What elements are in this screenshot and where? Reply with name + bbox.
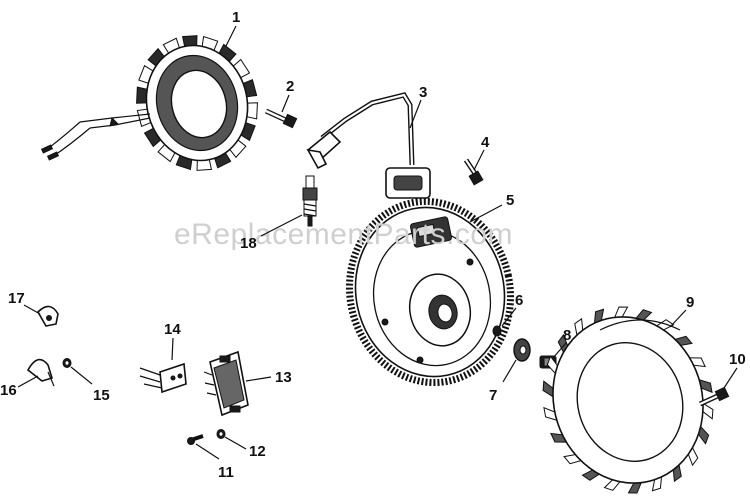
clip-nut [62, 358, 72, 368]
fan [542, 306, 714, 494]
callout-16: 16 [0, 382, 17, 399]
rectifier-screw [187, 434, 204, 445]
callout-12: 12 [249, 443, 266, 460]
callout-18: 18 [240, 235, 257, 252]
rectifier-regulator [203, 350, 249, 417]
callout-3: 3 [419, 84, 427, 101]
callout-1: 1 [232, 9, 240, 26]
module-bolt [463, 158, 484, 186]
callout-9: 9 [686, 294, 694, 311]
callout-6: 6 [515, 292, 523, 309]
callout-15: 15 [93, 387, 110, 404]
leader-lines [17, 25, 738, 460]
rectifier-nut [216, 429, 226, 439]
ignition-module [306, 92, 431, 199]
callout-8: 8 [563, 327, 571, 344]
callouts: 1 2 3 4 5 6 7 8 9 10 11 12 13 14 15 16 1… [0, 9, 746, 481]
callout-4: 4 [481, 134, 490, 151]
flywheel-key [492, 325, 502, 337]
wire-clamp [26, 358, 55, 387]
callout-5: 5 [506, 192, 514, 209]
connector-plug [139, 362, 187, 394]
flywheel [345, 197, 515, 387]
stator-screw [264, 108, 298, 129]
fan-screw [698, 386, 730, 407]
callout-7: 7 [489, 387, 497, 404]
wire-clip [37, 305, 59, 327]
watermark-text: eReplacementParts.com [174, 218, 513, 251]
stator [40, 35, 258, 171]
callout-13: 13 [275, 369, 292, 386]
callout-17: 17 [8, 290, 25, 307]
callout-11: 11 [218, 464, 234, 481]
callout-10: 10 [729, 351, 746, 368]
callout-2: 2 [286, 78, 294, 95]
flywheel-washer [513, 338, 531, 362]
spark-plug [302, 175, 318, 227]
callout-14: 14 [164, 321, 181, 338]
